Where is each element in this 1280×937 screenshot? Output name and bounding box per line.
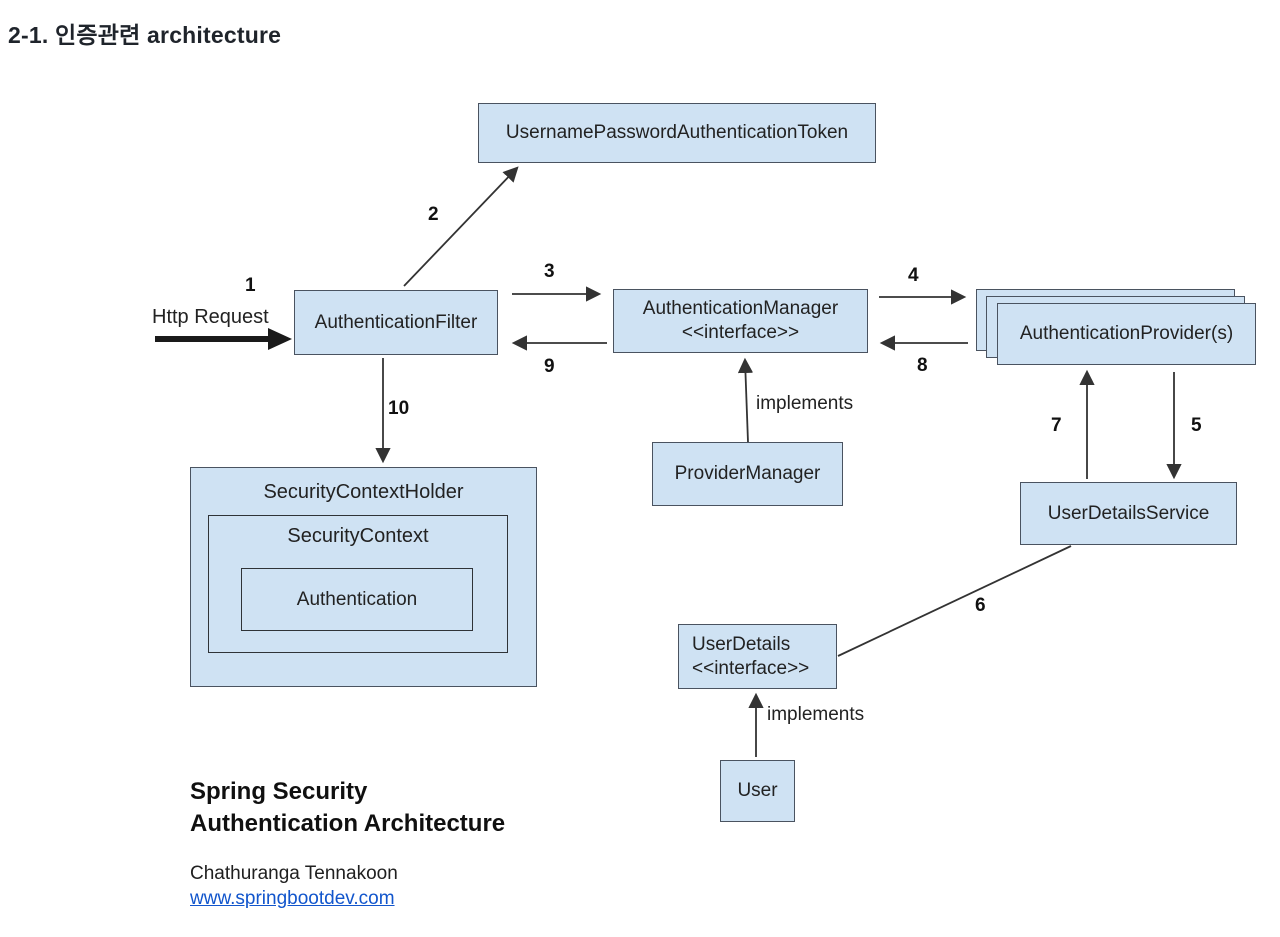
footer-title-line2: Authentication Architecture	[190, 809, 506, 837]
box-authentication-filter: AuthenticationFilter	[294, 290, 498, 355]
step-label-1: 1	[245, 275, 256, 296]
box-label: AuthenticationManager	[642, 298, 839, 320]
footer-credit: Spring Security Authentication Architect…	[190, 776, 505, 911]
http-request-label: Http Request	[152, 306, 269, 328]
arrow-implements-top	[737, 357, 754, 443]
box-user-details: UserDetails <<interface>>	[678, 624, 837, 689]
box-authentication-providers: AuthenticationProvider(s)	[997, 303, 1256, 365]
box-label: Authentication	[296, 588, 418, 610]
step-label-9: 9	[544, 356, 555, 377]
box-user: User	[720, 760, 795, 822]
http-request-arrow	[155, 328, 292, 350]
step-label-4: 4	[908, 265, 919, 286]
page-title: 2-1. 인증관련 architecture	[8, 22, 282, 48]
box-label: AuthenticationProvider(s)	[1019, 323, 1234, 345]
box-user-details-service: UserDetailsService	[1020, 482, 1237, 545]
implements-label-top: implements	[756, 393, 854, 414]
box-authentication-manager: AuthenticationManager <<interface>>	[613, 289, 868, 353]
footer-title: Spring Security Authentication Architect…	[190, 776, 505, 840]
footer-website-link[interactable]: www.springbootdev.com	[190, 887, 395, 909]
step-label-6: 6	[975, 595, 986, 616]
box-stereotype: <<interface>>	[681, 322, 800, 343]
arrow-2	[403, 166, 519, 287]
step-label-10: 10	[388, 398, 410, 419]
step-label-5: 5	[1191, 415, 1202, 436]
box-provider-manager: ProviderManager	[652, 442, 843, 506]
footer-title-line1: Spring Security	[190, 778, 368, 805]
step-label-7: 7	[1051, 415, 1062, 436]
box-label: UsernamePasswordAuthenticationToken	[505, 122, 849, 144]
box-stereotype: <<interface>>	[692, 657, 810, 679]
box-label: User	[737, 780, 778, 802]
line-6	[837, 545, 1072, 657]
box-label: SecurityContext	[287, 525, 429, 547]
box-label: ProviderManager	[674, 463, 821, 485]
box-label: SecurityContextHolder	[263, 481, 464, 503]
box-authentication: Authentication	[241, 568, 473, 631]
box-label: AuthenticationFilter	[314, 311, 478, 333]
box-label: UserDetails	[692, 633, 791, 655]
box-label: UserDetailsService	[1047, 502, 1210, 524]
step-label-2: 2	[428, 204, 439, 225]
footer-author: Chathuranga Tennakoon	[190, 862, 398, 884]
box-username-password-authentication-token: UsernamePasswordAuthenticationToken	[478, 103, 876, 163]
implements-label-bottom: implements	[767, 704, 865, 725]
step-label-8: 8	[917, 355, 928, 376]
step-label-3: 3	[544, 261, 555, 282]
